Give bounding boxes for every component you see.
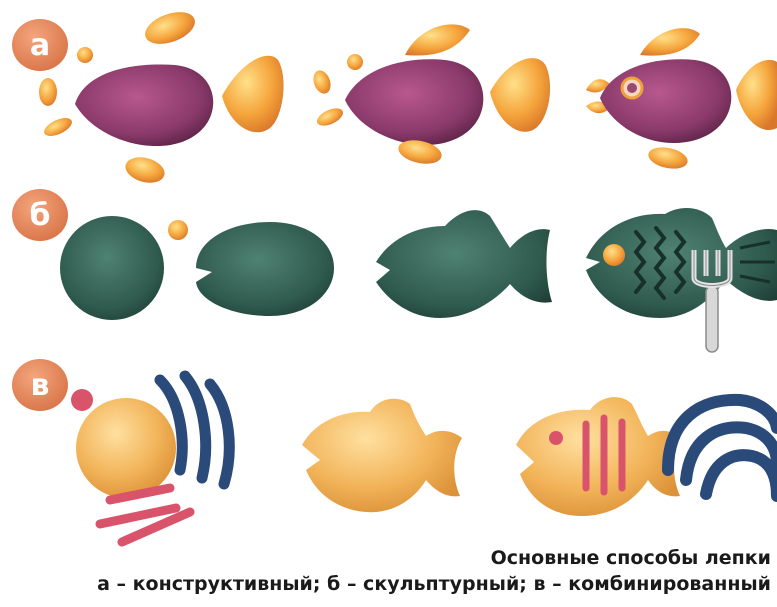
- fish-v3-combined: [516, 397, 777, 516]
- row-a-marker: а: [30, 28, 50, 63]
- fish-b1-ball: [60, 216, 188, 320]
- caption-legend: а – конструктивный; б – скульптурный; в …: [97, 571, 771, 597]
- fish-a1-parts: [39, 6, 284, 187]
- caption-title: Основные способы лепки: [97, 545, 771, 571]
- row-a: а: [12, 6, 777, 187]
- fish-v2-body: [302, 399, 462, 512]
- row-v-marker: в: [31, 368, 50, 403]
- fish-a3-complete: [586, 28, 777, 172]
- row-b: б: [12, 189, 777, 352]
- fish-a2-assembled: [310, 24, 550, 167]
- row-a-badge: а: [12, 19, 68, 71]
- figure-caption: Основные способы лепки а – конструктивны…: [97, 545, 771, 597]
- fish-b2-oval: [196, 222, 334, 316]
- fish-b3-shaped: [376, 210, 552, 318]
- row-b-badge: б: [12, 189, 68, 241]
- row-v-badge: в: [12, 359, 68, 411]
- row-b-marker: б: [30, 198, 51, 233]
- fish-v1-parts: [71, 376, 229, 542]
- row-v: в: [12, 359, 777, 542]
- fish-b4-detailed: [586, 208, 777, 352]
